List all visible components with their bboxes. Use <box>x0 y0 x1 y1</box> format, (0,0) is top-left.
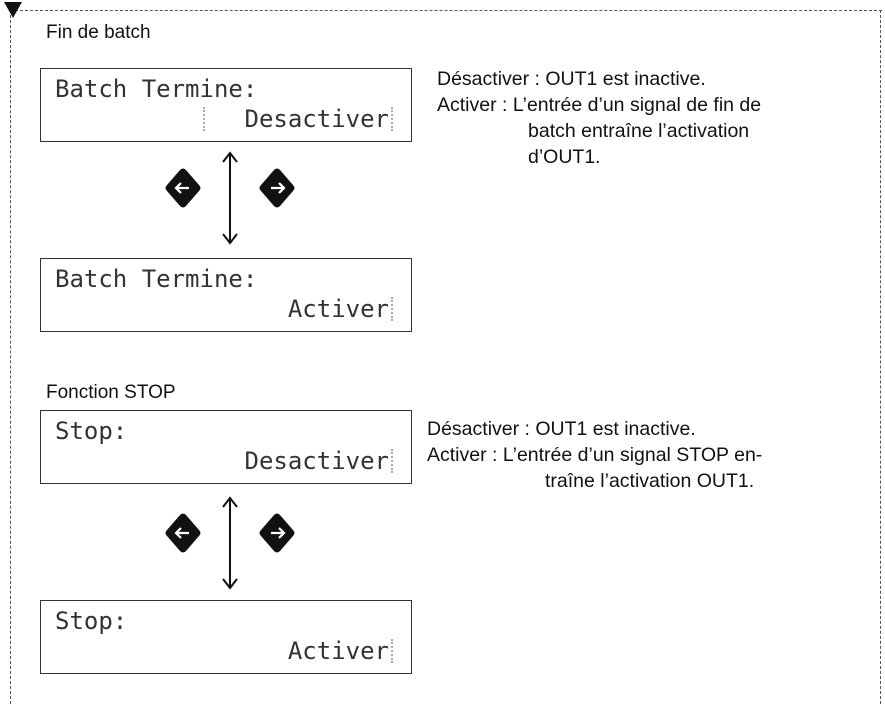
description-line: Activer : L’entrée d’un signal de fin de <box>437 94 762 116</box>
left-arrow-diamond-icon[interactable] <box>165 513 201 553</box>
lcd-line2: Desactiver <box>244 447 390 475</box>
lcd-batch-desactiver: Batch Termine: Desactiver <box>40 68 412 142</box>
lcd-line1: Batch Termine: <box>55 265 258 293</box>
description-line: traîne l’activation OUT1. <box>545 470 755 492</box>
blink-marker <box>191 107 205 131</box>
lcd-line2: Desactiver <box>244 105 390 133</box>
blink-marker <box>391 449 405 473</box>
description-fonction-stop: Désactiver : OUT1 est inactive. Activer … <box>427 416 762 494</box>
lcd-line1: Stop: <box>55 607 128 635</box>
description-line: d’OUT1. <box>528 146 601 168</box>
right-arrow-diamond-icon[interactable] <box>259 513 295 553</box>
lcd-line2: Activer <box>287 295 389 323</box>
lcd-line2: Activer <box>287 637 389 665</box>
down-arrow-icon <box>4 2 22 18</box>
description-line: batch entraîne l’activation <box>528 120 750 142</box>
lcd-stop-desactiver: Stop: Desactiver <box>40 410 412 484</box>
description-line: Désactiver : OUT1 est inactive. <box>427 418 696 440</box>
frame-left-border <box>10 10 11 704</box>
left-arrow-diamond-icon[interactable] <box>165 168 201 208</box>
description-line: Activer : L’entrée d’un signal STOP en- <box>427 444 763 466</box>
frame-right-border <box>880 10 881 704</box>
lcd-batch-activer: Batch Termine: Activer <box>40 258 412 332</box>
section-title-fonction-stop: Fonction STOP <box>46 382 176 403</box>
navigation-keys <box>165 151 295 245</box>
lcd-line1: Stop: <box>55 417 128 445</box>
navigation-keys <box>165 496 295 590</box>
blink-marker <box>391 107 405 131</box>
up-down-arrow-icon <box>222 151 238 245</box>
section-title-fin-de-batch: Fin de batch <box>46 22 151 43</box>
description-line: Désactiver : OUT1 est inactive. <box>437 68 706 90</box>
frame-top-border <box>10 10 882 11</box>
blink-marker <box>391 297 405 321</box>
lcd-stop-activer: Stop: Activer <box>40 600 412 674</box>
blink-marker <box>391 639 405 663</box>
lcd-line1: Batch Termine: <box>55 75 258 103</box>
description-fin-de-batch: Désactiver : OUT1 est inactive. Activer … <box>437 66 761 170</box>
up-down-arrow-icon <box>222 496 238 590</box>
right-arrow-diamond-icon[interactable] <box>259 168 295 208</box>
